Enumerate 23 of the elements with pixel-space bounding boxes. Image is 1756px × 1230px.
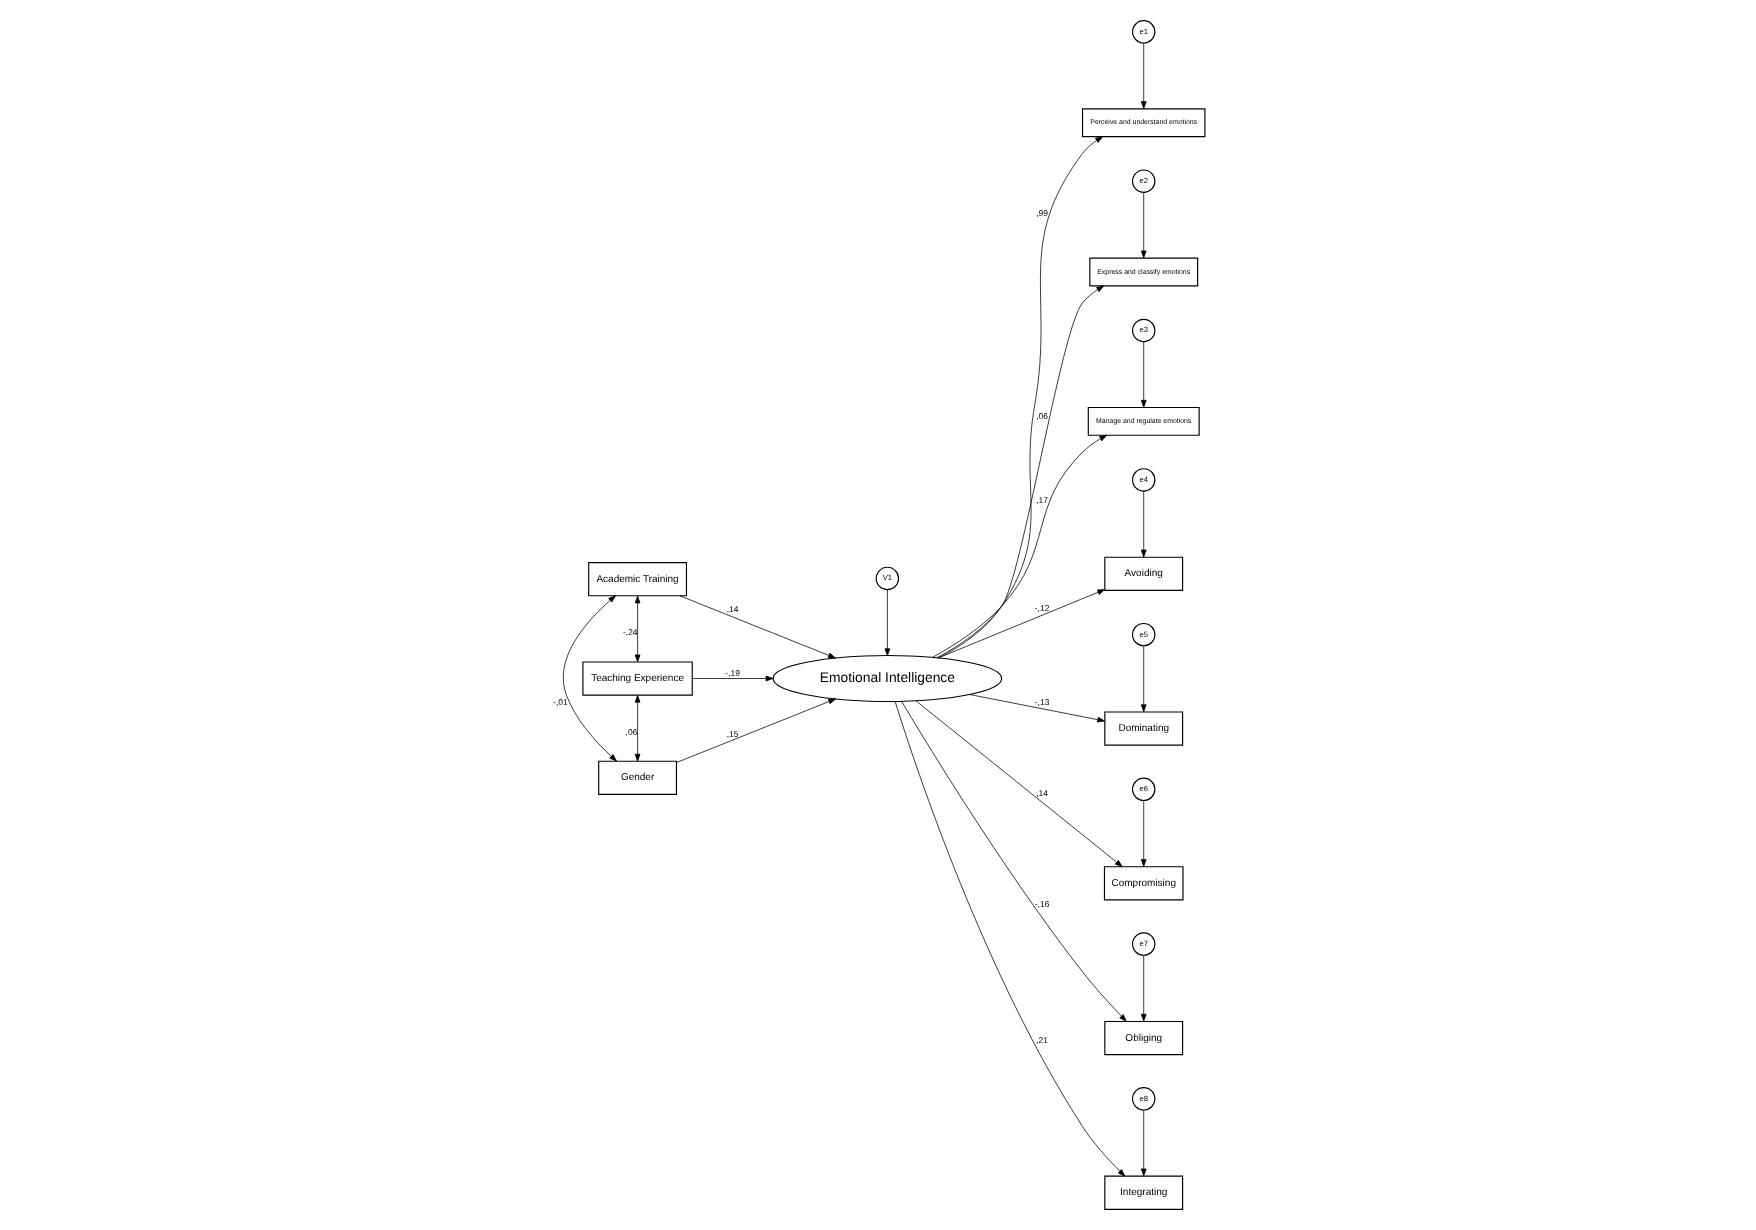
arrow	[937, 136, 1103, 659]
arrow	[900, 701, 1126, 1022]
arrow	[561, 595, 616, 762]
arrow	[1139, 955, 1146, 1022]
arrow	[1139, 42, 1146, 109]
arrow	[1139, 1109, 1146, 1177]
arrow	[678, 595, 835, 659]
arrow	[883, 589, 890, 657]
arrow	[675, 698, 835, 763]
arrow	[1139, 800, 1146, 867]
arrow	[893, 701, 1125, 1177]
arrow	[936, 589, 1105, 659]
arrow	[633, 694, 640, 762]
arrow	[1139, 341, 1146, 408]
arrow	[1139, 490, 1146, 558]
arrow	[1139, 645, 1146, 713]
arrow	[1139, 192, 1146, 259]
arrow	[931, 434, 1107, 658]
arrow	[935, 285, 1104, 659]
arrow	[691, 675, 773, 682]
arrow	[968, 694, 1105, 723]
arrow	[633, 595, 640, 663]
arrow	[914, 700, 1122, 867]
